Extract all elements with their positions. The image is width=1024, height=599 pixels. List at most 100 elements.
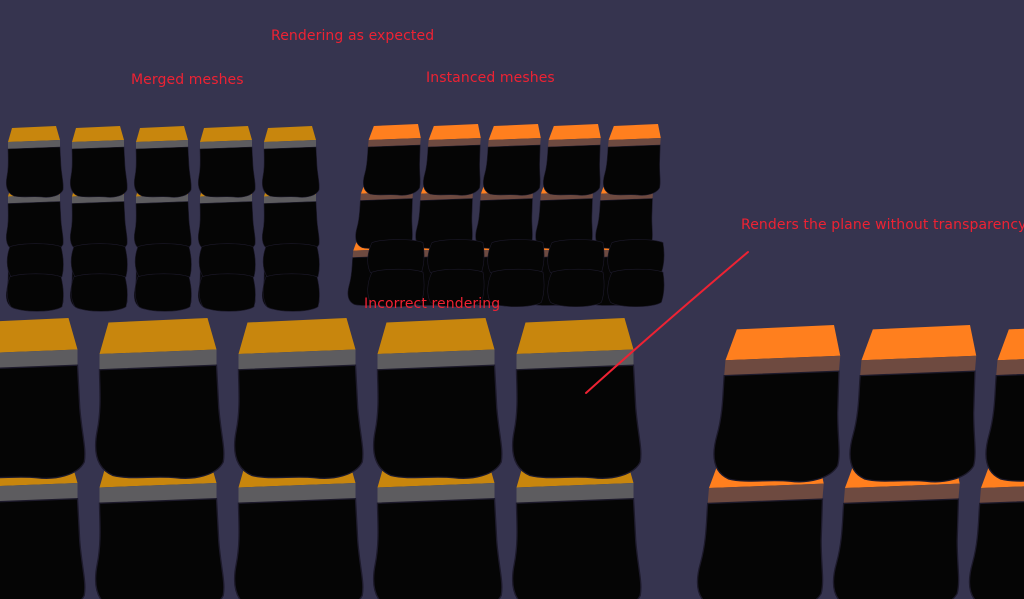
mesh-instance — [363, 124, 421, 196]
mesh-top-plane — [377, 318, 495, 354]
mesh-body — [483, 144, 541, 196]
mesh-lower-tier — [134, 243, 192, 282]
mesh-instance — [197, 126, 256, 198]
mesh-body — [94, 498, 225, 599]
mesh-body — [547, 268, 605, 307]
mesh-band — [516, 482, 634, 504]
mesh-instance — [713, 325, 841, 483]
mesh-band — [608, 138, 661, 147]
mesh-body — [94, 364, 225, 479]
mesh-lower-tier — [134, 273, 192, 312]
mesh-top-plane — [725, 325, 841, 361]
mesh-body — [511, 364, 642, 479]
mesh-instance — [511, 318, 642, 479]
mesh-body — [6, 243, 64, 282]
mesh-lower-tier — [198, 273, 256, 312]
mesh-top-plane — [997, 325, 1024, 361]
mesh-lower-tier — [427, 268, 485, 307]
mesh-body — [134, 273, 192, 312]
mesh-top-plane — [200, 126, 252, 142]
mesh-group-merged-large — [0, 318, 642, 599]
mesh-body — [6, 273, 64, 312]
mesh-top-plane — [548, 124, 601, 140]
mesh-instance — [69, 126, 128, 198]
mesh-body — [0, 498, 86, 599]
mesh-lower-tier — [262, 243, 320, 282]
mesh-lower-tier — [262, 273, 320, 312]
mesh-band — [548, 138, 601, 147]
mesh-top-plane — [264, 126, 316, 142]
mesh-lower-tier — [547, 268, 605, 307]
mesh-band — [724, 355, 841, 376]
mesh-band — [99, 482, 217, 504]
mesh-top-plane — [861, 325, 977, 361]
mesh-body — [423, 144, 481, 196]
mesh-top-plane — [99, 318, 217, 354]
mesh-band — [136, 140, 188, 149]
mesh-body — [261, 146, 320, 198]
mesh-instance — [483, 124, 541, 196]
mesh-top-plane — [0, 318, 78, 353]
mesh-body — [372, 364, 503, 479]
mesh-group-instanced-large — [692, 325, 1024, 599]
mesh-band — [99, 349, 217, 370]
mesh-instance — [261, 126, 320, 198]
mesh-body — [607, 268, 665, 307]
mesh-group-merged-small — [5, 126, 320, 312]
mesh-group-instanced-small — [347, 124, 665, 307]
mesh-band — [264, 140, 316, 149]
mesh-body — [198, 273, 256, 312]
mesh-top-plane — [368, 124, 421, 140]
mesh-body — [968, 498, 1024, 599]
mesh-band — [200, 140, 252, 149]
mesh-body — [372, 498, 503, 599]
mesh-band — [377, 349, 495, 370]
mesh-body — [233, 498, 364, 599]
mesh-body — [134, 243, 192, 282]
mesh-band — [979, 483, 1024, 504]
mesh-band — [238, 482, 356, 504]
mesh-body — [233, 364, 364, 479]
mesh-body — [427, 268, 485, 307]
mesh-instance — [372, 318, 503, 479]
mesh-instance — [603, 124, 661, 196]
mesh-body — [262, 243, 320, 282]
mesh-instance — [5, 126, 64, 198]
mesh-band — [72, 140, 124, 149]
mesh-lower-tier — [487, 268, 545, 307]
mesh-top-plane — [72, 126, 124, 142]
mesh-body — [70, 273, 128, 312]
mesh-body — [262, 273, 320, 312]
mesh-top-plane — [136, 126, 188, 142]
mesh-body — [70, 243, 128, 282]
mesh-body — [487, 268, 545, 307]
mesh-lower-tier — [70, 243, 128, 282]
mesh-band — [238, 349, 356, 370]
mesh-band — [707, 483, 824, 504]
mesh-instance — [233, 318, 364, 479]
mesh-band — [0, 482, 78, 502]
mesh-instance — [543, 124, 601, 196]
mesh-body — [713, 370, 840, 483]
mesh-body — [363, 144, 421, 196]
mesh-instance — [849, 325, 977, 483]
mesh-instance — [133, 126, 192, 198]
mesh-band — [0, 349, 78, 369]
mesh-body — [69, 146, 128, 198]
mesh-top-plane — [608, 124, 661, 140]
mesh-instance — [423, 124, 481, 196]
mesh-body — [367, 268, 425, 307]
mesh-lower-tier — [367, 268, 425, 307]
mesh-lower-tier — [607, 268, 665, 307]
mesh-band — [488, 138, 541, 147]
mesh-body — [849, 370, 976, 483]
mesh-top-plane — [488, 124, 541, 140]
mesh-lower-tier — [198, 243, 256, 282]
mesh-body — [696, 498, 824, 599]
mesh-band — [368, 138, 421, 147]
mesh-body — [543, 144, 601, 196]
mesh-body — [832, 498, 960, 599]
mesh-body — [985, 370, 1024, 483]
